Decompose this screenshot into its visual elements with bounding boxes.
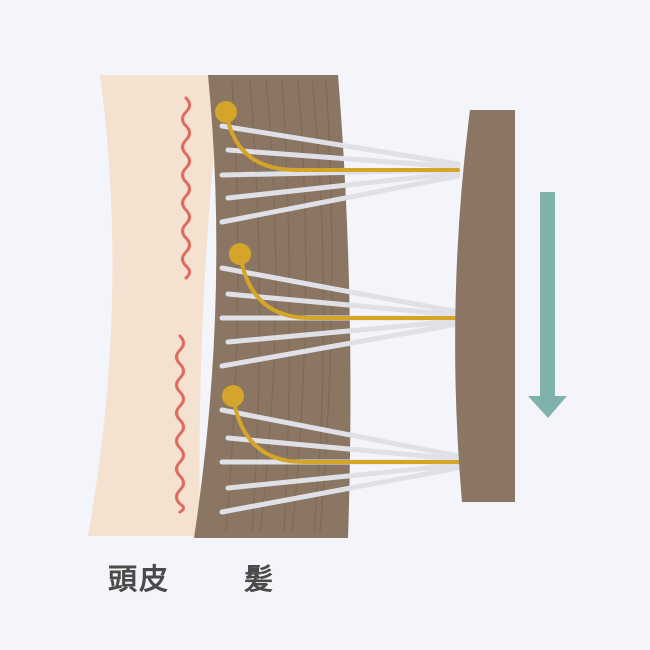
- hair-label: 髪: [244, 562, 276, 596]
- wavy-line-group: [175, 96, 191, 514]
- hair-root-bulb: [229, 243, 251, 265]
- bristle-group: [219, 123, 461, 515]
- gold-strand: [231, 394, 460, 464]
- bristle: [225, 147, 461, 170]
- hair-streak: [249, 79, 261, 533]
- bristle: [219, 407, 461, 459]
- bristle: [219, 123, 461, 167]
- gold-strand: [224, 110, 460, 172]
- bristle: [219, 265, 461, 315]
- scalp-area: [88, 75, 222, 536]
- wavy-line: [175, 334, 185, 514]
- bristle: [225, 291, 461, 318]
- bristle: [225, 318, 461, 345]
- scalp-label: 頭皮: [108, 562, 171, 596]
- bristle: [225, 170, 461, 201]
- down-arrow-icon: [528, 192, 567, 418]
- gold-strand: [238, 252, 460, 320]
- hair-streak: [259, 79, 277, 533]
- gold-strand-group: [215, 101, 460, 464]
- hair-root-bulb: [215, 101, 237, 123]
- bristle: [225, 435, 461, 462]
- bristle: [219, 321, 461, 369]
- hair-streak: [281, 79, 291, 533]
- bristle: [225, 462, 461, 491]
- hair-root-bulb: [222, 385, 244, 407]
- wavy-line: [181, 96, 191, 280]
- brush-block: [455, 110, 515, 502]
- bristle: [219, 173, 461, 225]
- bristle: [219, 465, 461, 515]
